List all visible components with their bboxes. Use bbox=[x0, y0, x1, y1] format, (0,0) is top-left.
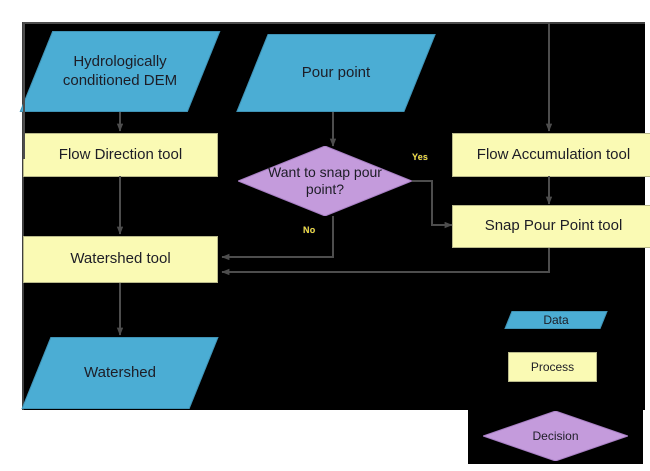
edge-label-no: No bbox=[303, 225, 316, 235]
node-watershed-tool[interactable]: Watershed tool bbox=[23, 236, 218, 283]
node-label: Watershed bbox=[84, 363, 156, 381]
node-decision-snap-pour-point[interactable]: Want to snap pour point? bbox=[238, 146, 412, 216]
node-label: Snap Pour Point tool bbox=[484, 217, 623, 235]
node-label: Watershed tool bbox=[70, 250, 171, 268]
node-flow-accumulation-tool[interactable]: Flow Accumulation tool bbox=[452, 133, 650, 177]
node-flow-direction-tool[interactable]: Flow Direction tool bbox=[23, 133, 218, 177]
node-hydrologically-conditioned-dem[interactable]: Hydrologically conditioned DEM bbox=[19, 31, 221, 112]
legend-label-process: Process bbox=[530, 359, 575, 374]
node-label: Flow Accumulation tool bbox=[476, 145, 631, 163]
edge-label-yes: Yes bbox=[412, 152, 429, 162]
node-watershed[interactable]: Watershed bbox=[21, 337, 219, 409]
node-label: Pour point bbox=[301, 63, 371, 81]
node-label: Want to snap pour point? bbox=[268, 163, 382, 198]
node-label: Flow Direction tool bbox=[58, 145, 183, 163]
node-pour-point[interactable]: Pour point bbox=[236, 34, 436, 112]
legend-label-decision: Decision bbox=[532, 428, 579, 443]
legend-item-data: Data bbox=[504, 311, 608, 329]
node-label: Hydrologically conditioned DEM bbox=[62, 52, 178, 89]
legend-label-data: Data bbox=[543, 312, 569, 327]
legend-item-process: Process bbox=[508, 352, 597, 382]
legend-item-decision: Decision bbox=[483, 411, 628, 461]
diamond-shape bbox=[483, 411, 628, 461]
diamond-shape bbox=[238, 146, 412, 216]
node-snap-pour-point-tool[interactable]: Snap Pour Point tool bbox=[452, 205, 650, 248]
